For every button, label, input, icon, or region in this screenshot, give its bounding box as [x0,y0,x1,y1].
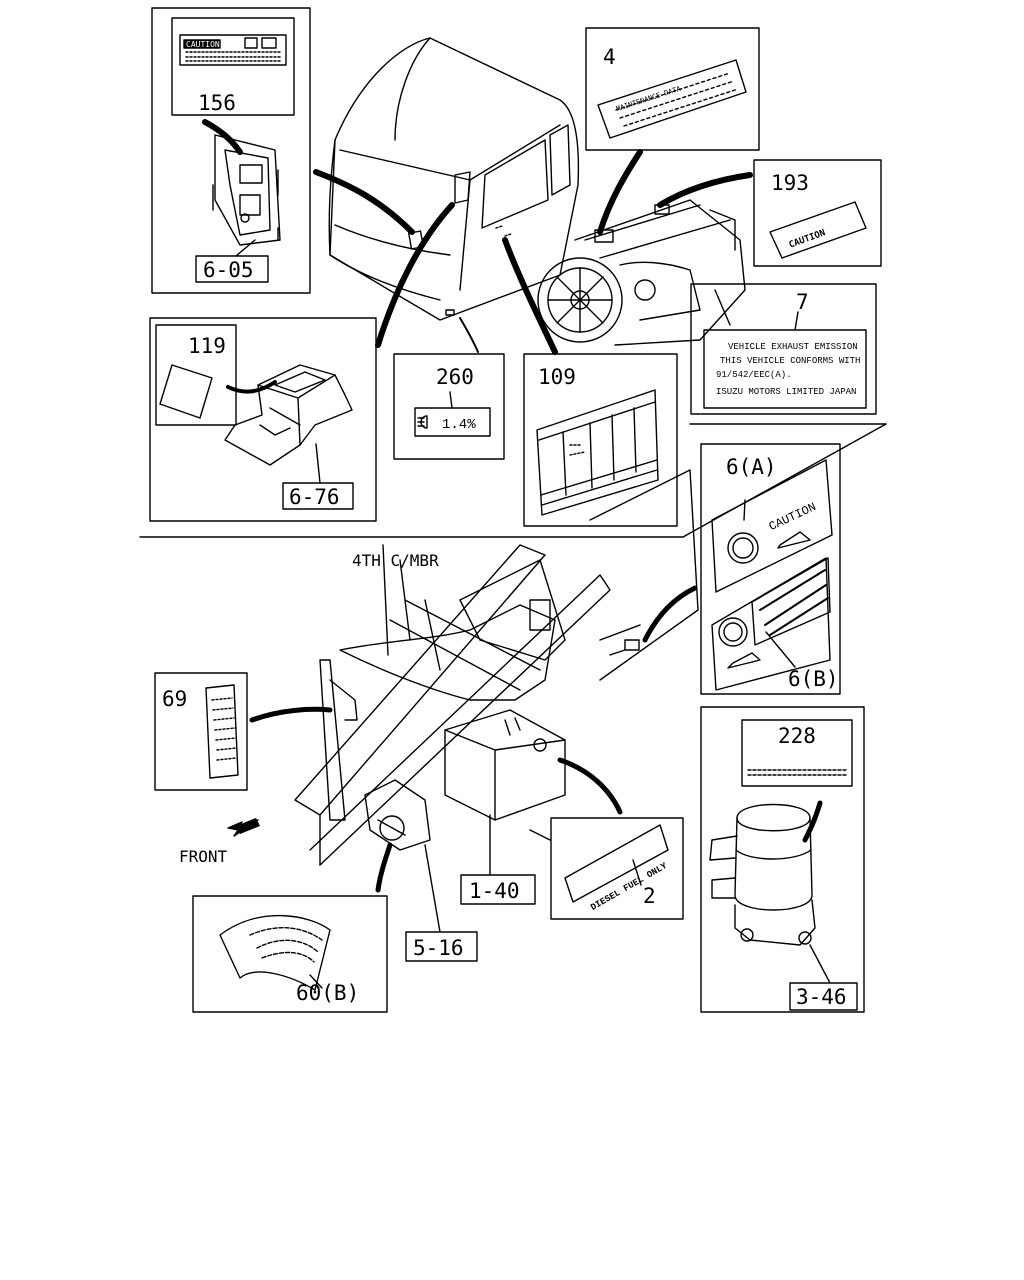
label-front: FRONT [179,847,228,866]
callout-260: 260 [436,365,474,389]
callout-228: 228 [778,724,816,748]
callout-69: 69 [162,687,187,711]
callout-3-46: 3-46 [796,985,847,1009]
label-4th-cross-member: 4TH C/MBR [352,551,439,570]
callout-6b: 6(B) [788,667,839,691]
callout-4: 4 [603,45,616,69]
callout-119: 119 [188,334,226,358]
decal-caution-156: CAUTION [186,40,220,49]
callout-60b: 60(B) [296,981,359,1005]
callout-193: 193 [771,171,809,195]
callout-6a: 6(A) [726,455,777,479]
callout-109: 109 [538,365,576,389]
decal-emission-line3: 91/542/EEC(A). [716,370,792,380]
callout-5-16: 5-16 [413,936,464,960]
chassis-frame-drawing [294,469,699,866]
engine-drawing [537,199,746,346]
decal-headlamp-value: 1.4% [442,417,476,433]
callout-6-05: 6-05 [203,258,254,282]
decal-emission-line2: THIS VEHICLE CONFORMS WITH [720,356,860,366]
decal-caution-193: CAUTION [788,228,827,250]
decal-emission-line1: VEHICLE EXHAUST EMISSION [728,342,858,352]
truck-cab-drawing [328,37,580,321]
callout-1-40: 1-40 [469,879,520,903]
decal-emission-line4: ISUZU MOTORS LIMITED JAPAN [716,387,856,397]
callout-156: 156 [198,91,236,115]
callout-2: 2 [643,884,656,908]
callout-7: 7 [796,290,809,314]
decal-caution-6a: CAUTION [767,500,819,534]
callout-6-76: 6-76 [289,485,340,509]
